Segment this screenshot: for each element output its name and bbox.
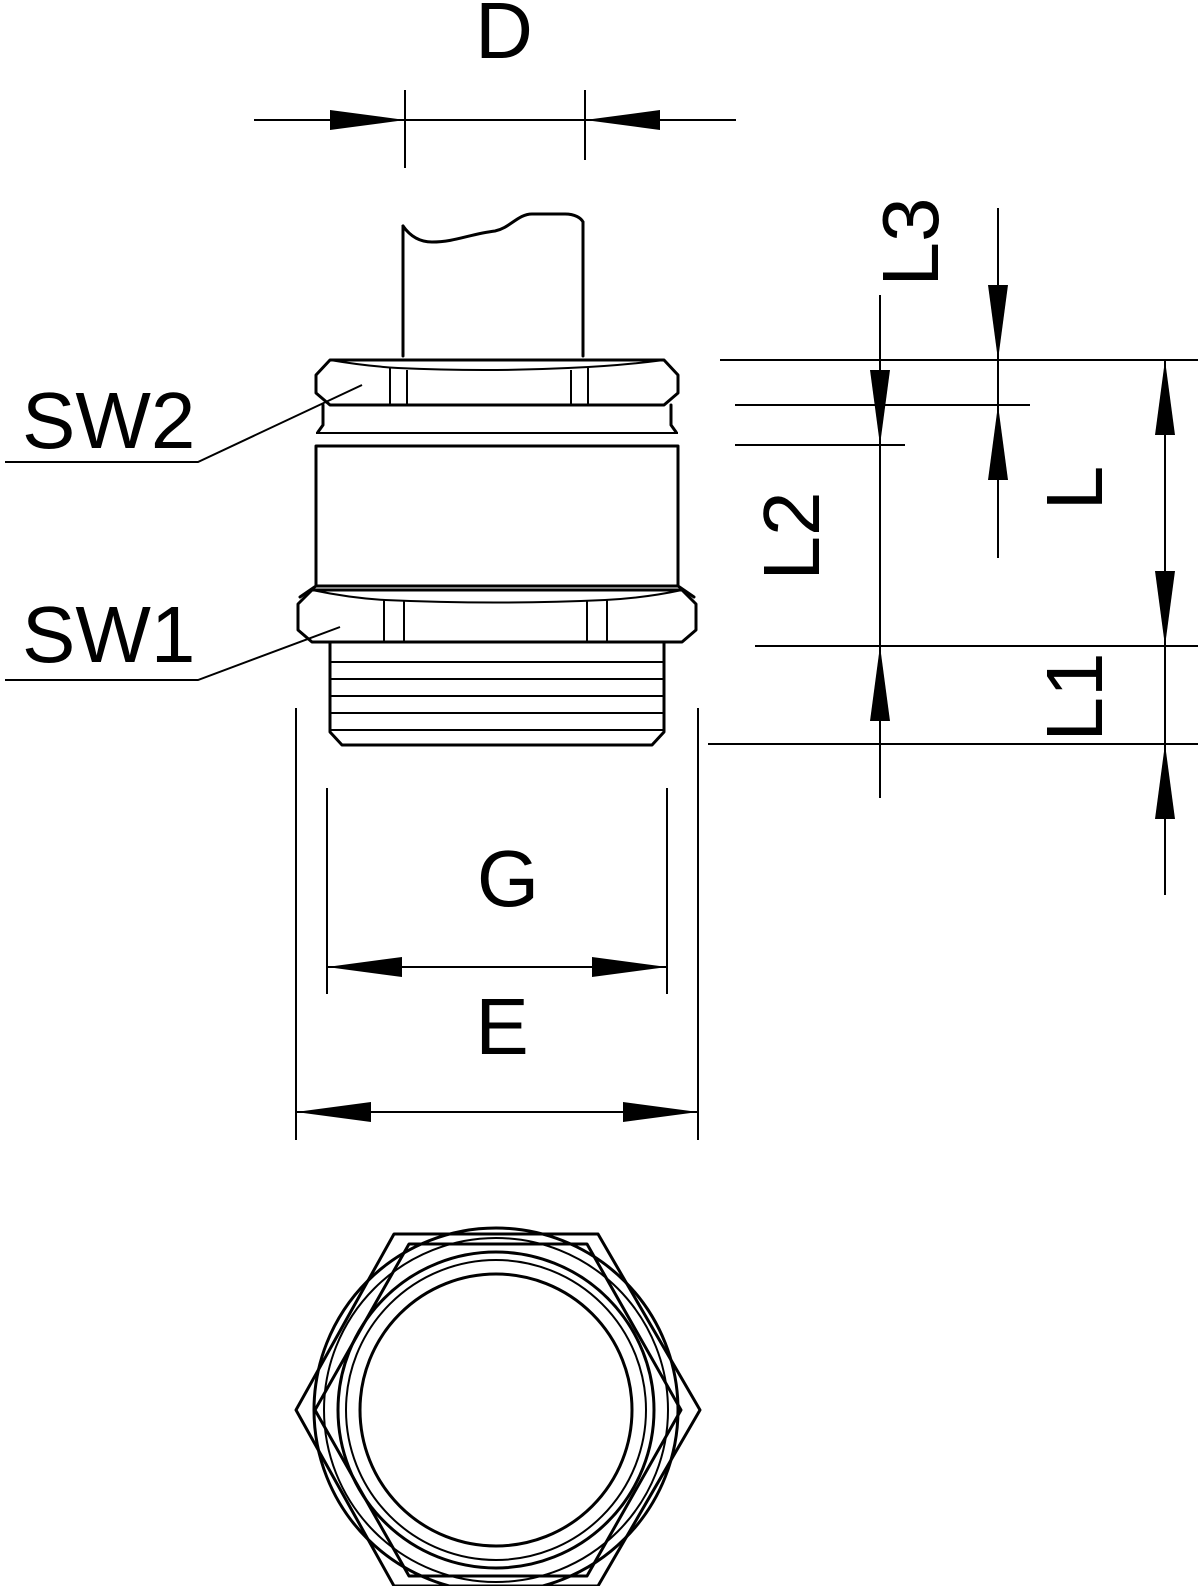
dimension-l bbox=[1155, 360, 1175, 646]
dimension-l3 bbox=[988, 208, 1008, 558]
sw2-nut bbox=[314, 358, 680, 434]
dimension-l2 bbox=[870, 295, 890, 798]
dimension-d bbox=[254, 90, 736, 168]
thread bbox=[328, 640, 666, 747]
cable bbox=[401, 212, 585, 358]
label-l3: L3 bbox=[866, 198, 955, 287]
extension-lines bbox=[708, 359, 1198, 745]
dimension-l1 bbox=[1155, 646, 1175, 895]
label-sw1: SW1 bbox=[22, 590, 195, 679]
sw1-nut bbox=[296, 588, 698, 644]
gland-body bbox=[298, 432, 696, 599]
side-view bbox=[296, 212, 698, 747]
top-view bbox=[294, 1226, 702, 1586]
label-l: L bbox=[1030, 466, 1119, 511]
label-e: E bbox=[475, 982, 528, 1071]
dimension-e bbox=[295, 708, 699, 1140]
label-l1: L1 bbox=[1030, 653, 1119, 742]
leader-sw2 bbox=[5, 384, 363, 463]
label-sw2: SW2 bbox=[22, 376, 195, 465]
label-l2: L2 bbox=[747, 492, 836, 581]
label-d: D bbox=[475, 0, 533, 75]
dimension-g bbox=[326, 788, 668, 994]
leader-sw1 bbox=[5, 626, 341, 681]
label-g: G bbox=[477, 834, 539, 923]
